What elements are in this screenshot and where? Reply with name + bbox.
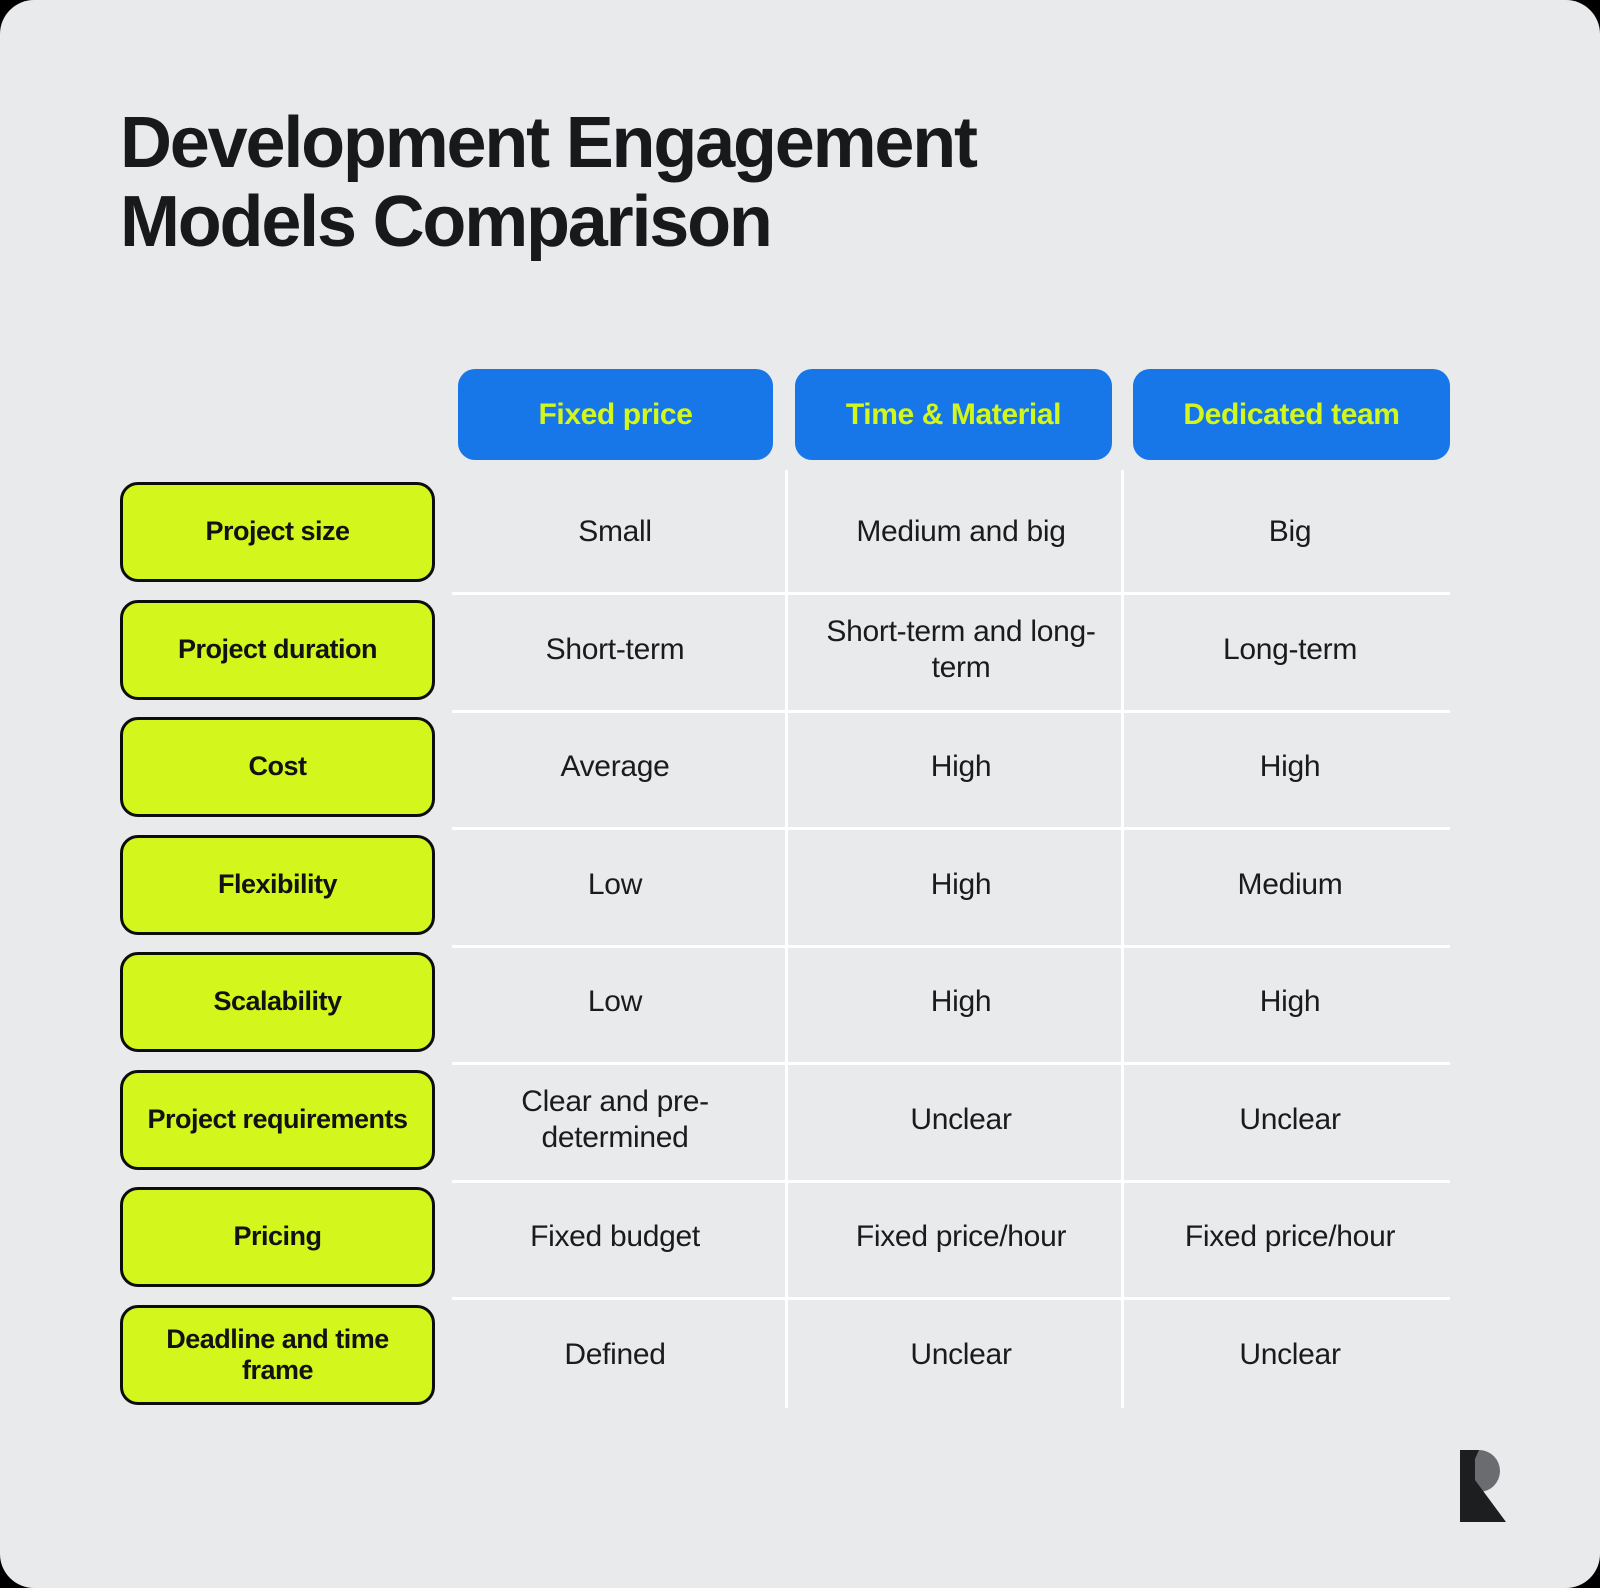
grid-line-vertical [785, 1065, 788, 1180]
row-label-pill: Project size [120, 482, 435, 582]
grid-line-vertical [785, 1183, 788, 1297]
grid-line-horizontal [452, 827, 1450, 830]
row-label-pill: Cost [120, 717, 435, 817]
grid-line-horizontal [452, 1062, 1450, 1065]
table-cell: Big [1268, 515, 1312, 548]
grid-line-horizontal [452, 592, 1450, 595]
table-cell: Medium [1237, 868, 1343, 901]
grid-line-vertical [1121, 713, 1124, 827]
grid-line-vertical [785, 595, 788, 710]
table-cell: Unclear [1239, 1338, 1341, 1371]
table-cell: Medium and big [856, 515, 1066, 548]
table-cell: Short-term [545, 633, 685, 666]
grid-line-horizontal [452, 1297, 1450, 1300]
table-cell: Low [587, 868, 643, 901]
grid-line-vertical [785, 830, 788, 945]
table-cell: Unclear [1239, 1103, 1341, 1136]
row-label-pill: Pricing [120, 1187, 435, 1287]
grid-line-vertical [1121, 948, 1124, 1062]
table-cell: Defined [564, 1338, 666, 1371]
grid-line-vertical [1121, 470, 1124, 592]
grid-line-vertical [785, 948, 788, 1062]
table-cell: High [1259, 750, 1321, 783]
table-cell: Short-term and long-term [826, 615, 1096, 684]
grid-line-vertical [785, 713, 788, 827]
row-label-pill: Project requirements [120, 1070, 435, 1170]
grid-line-vertical [1121, 1300, 1124, 1408]
grid-line-horizontal [452, 945, 1450, 948]
row-label-pill: Scalability [120, 952, 435, 1052]
table-cell: High [930, 750, 992, 783]
row-label-pill: Project duration [120, 600, 435, 700]
table-cell: Fixed price/hour [855, 1220, 1067, 1253]
grid-line-vertical [1121, 595, 1124, 710]
table-cell: Fixed budget [530, 1220, 700, 1253]
row-label-pill: Flexibility [120, 835, 435, 935]
page-title-line-1: Development Engagement [120, 103, 978, 183]
column-header-time-and-material: Time & Material [795, 369, 1112, 460]
table-cell: Fixed price/hour [1184, 1220, 1396, 1253]
column-header-dedicated-team: Dedicated team [1133, 369, 1450, 460]
grid-line-vertical [785, 470, 788, 592]
page-title: Development Engagement Models Comparison [120, 103, 1320, 263]
grid-line-horizontal [452, 1180, 1450, 1183]
grid-line-horizontal [452, 710, 1450, 713]
column-header-fixed-price: Fixed price [458, 369, 773, 460]
table-cell: Average [560, 750, 670, 783]
grid-line-vertical [1121, 1183, 1124, 1297]
row-label-pill: Deadline and time frame [120, 1305, 435, 1405]
grid-line-vertical [1121, 1065, 1124, 1180]
table-cell: High [1259, 985, 1321, 1018]
table-cell: Unclear [910, 1338, 1012, 1371]
table-cell: Clear and pre-determined [521, 1085, 709, 1154]
table-cell: High [930, 985, 992, 1018]
page-title-line-2: Models Comparison [120, 182, 773, 263]
table-cell: Low [587, 985, 643, 1018]
table-cell: Small [578, 515, 652, 548]
table-cell: Long-term [1222, 633, 1358, 666]
table-cell: High [930, 868, 992, 901]
grid-line-vertical [1121, 830, 1124, 945]
table-cell: Unclear [910, 1103, 1012, 1136]
r-logo [1460, 1450, 1506, 1522]
grid-line-vertical [785, 1300, 788, 1408]
